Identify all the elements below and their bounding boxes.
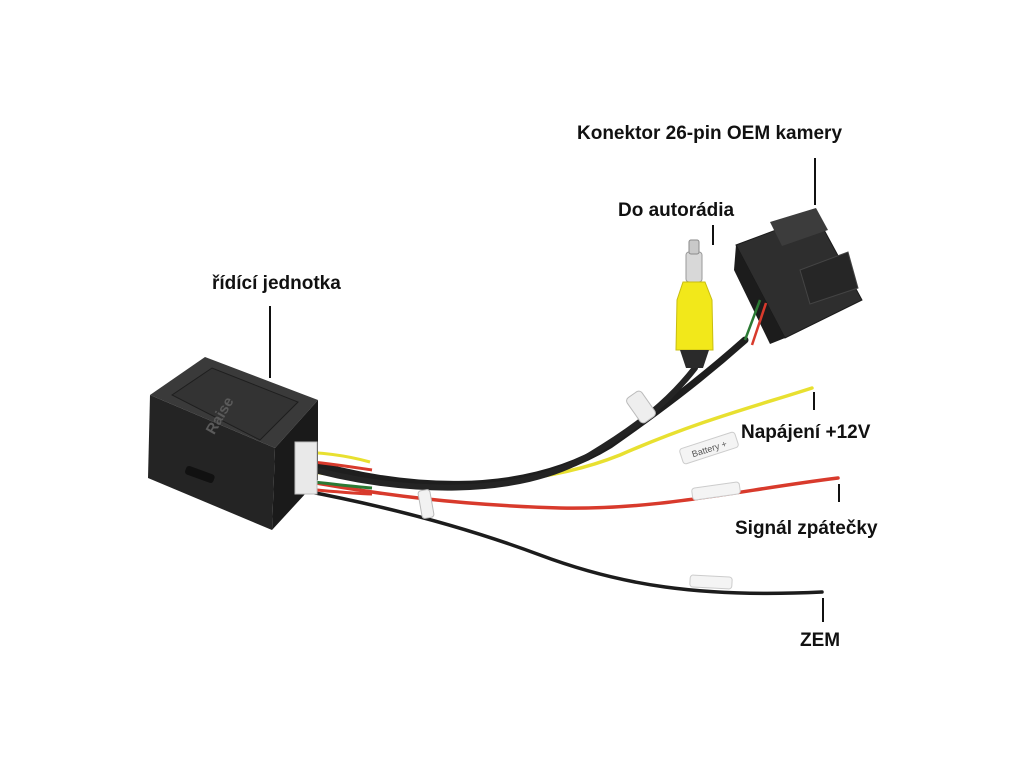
label-radio: Do autorádia	[618, 200, 735, 221]
label-camera-connector: Konektor 26-pin OEM kamery	[577, 123, 843, 144]
rca-cable	[297, 365, 698, 491]
module-side-connector	[294, 441, 318, 495]
reverse-signal-wire	[298, 476, 840, 510]
ground-tag	[689, 574, 733, 590]
connector-cable	[296, 336, 749, 488]
label-power: Napájení +12V	[741, 422, 871, 443]
rca-plug	[675, 239, 714, 368]
label-control-unit: řídící jednotka	[212, 273, 341, 294]
label-ground: ZEM	[800, 630, 841, 651]
ground-wire	[298, 488, 824, 596]
cable-sleeve-tag	[626, 390, 656, 424]
cable-bundle: Battery +	[291, 336, 840, 596]
module-port	[185, 465, 215, 483]
module-box: Raise	[148, 357, 318, 530]
multipin-connector	[734, 208, 863, 346]
battery-tag	[679, 431, 739, 465]
cable-tie	[417, 489, 435, 519]
reverse-tag	[691, 481, 741, 501]
label-reverse-signal: Signál zpátečky	[735, 518, 878, 539]
